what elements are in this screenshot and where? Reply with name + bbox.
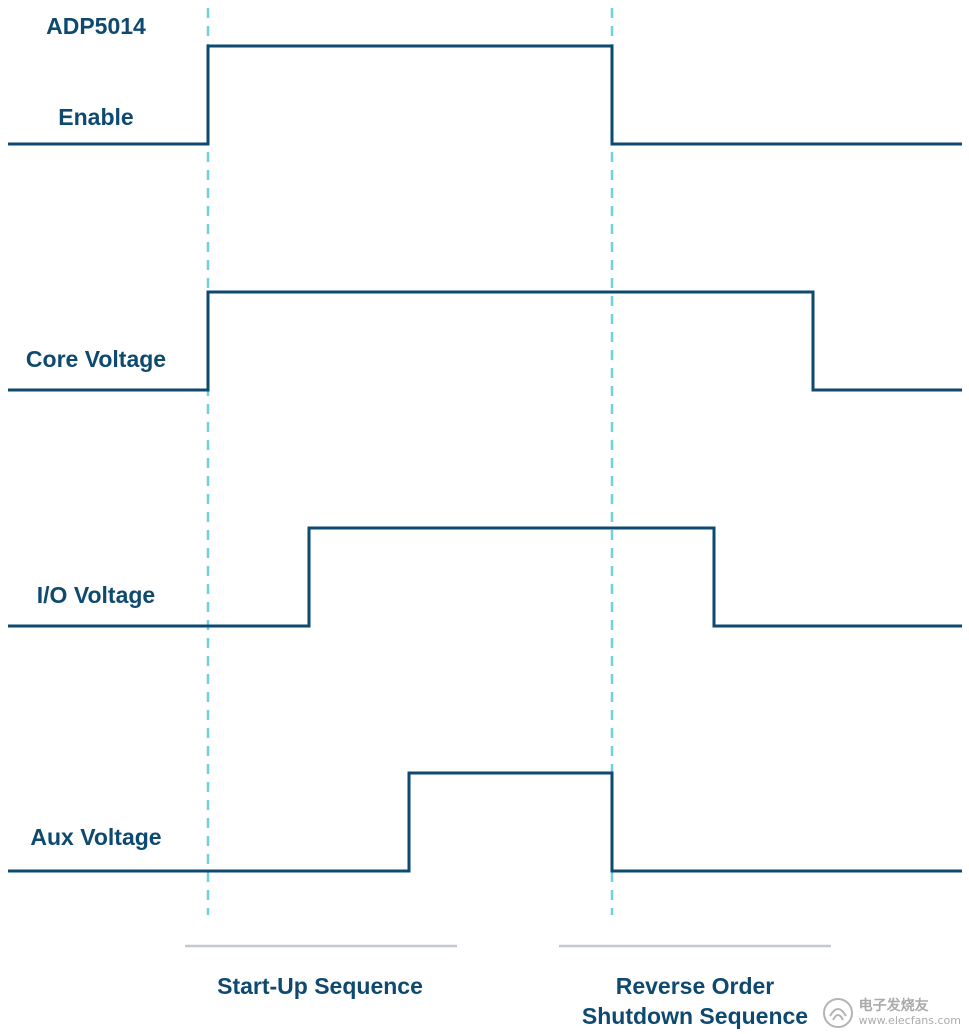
device-label: ADP5014 (46, 13, 146, 39)
watermark-logo-icon (822, 998, 853, 1028)
waveform-enable (8, 44, 962, 146)
signal-label-aux-voltage: Aux Voltage (30, 824, 161, 850)
watermark-url: www.elecfans.com (858, 1013, 961, 1027)
watermark: 电子发烧友 www.elecfans.com (821, 996, 961, 1030)
shutdown-phase-label-line-2: Shutdown Sequence (582, 1003, 808, 1029)
signal-label-core-voltage: Core Voltage (26, 346, 166, 372)
watermark-name: 电子发烧友 (858, 998, 929, 1015)
waveform-io-voltage (8, 526, 962, 628)
signal-label-enable: Enable (58, 104, 133, 130)
waveform-core-voltage (8, 290, 962, 392)
shutdown-phase-label-line-1: Reverse Order (616, 973, 775, 999)
waveform-aux-voltage (8, 771, 962, 873)
startup-phase-label: Start-Up Sequence (217, 973, 423, 999)
signal-label-io-voltage: I/O Voltage (37, 582, 155, 608)
